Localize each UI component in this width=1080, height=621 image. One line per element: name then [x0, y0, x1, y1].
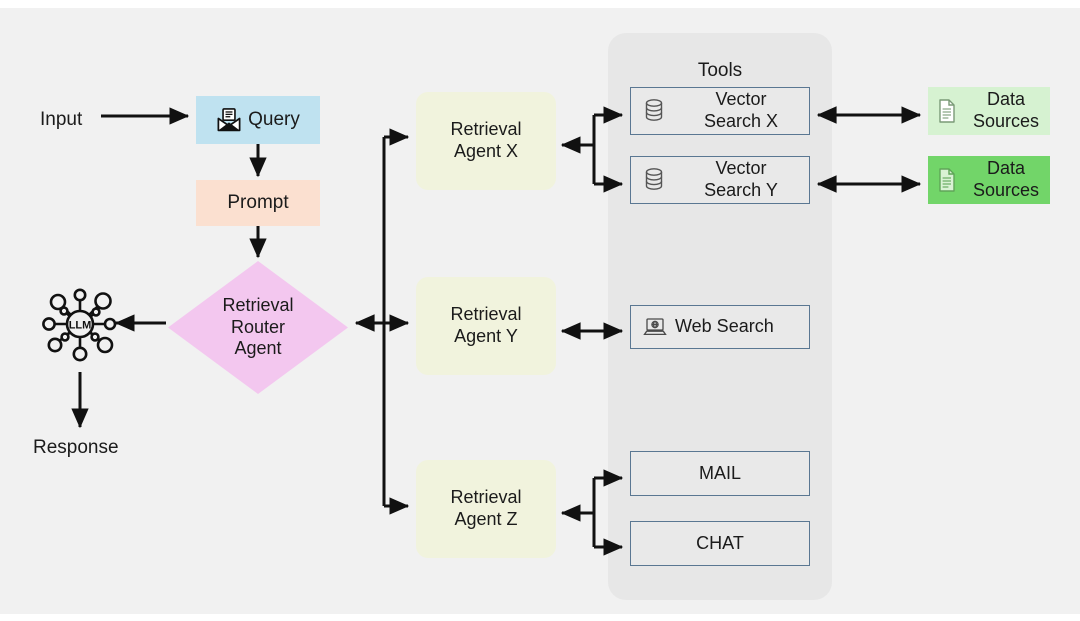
agent-z-label: Retrieval Agent Z	[450, 487, 522, 529]
web-search-label: Web Search	[675, 316, 774, 337]
svg-text:LLM: LLM	[69, 320, 92, 332]
agent-y-label: Retrieval Agent Y	[450, 304, 522, 346]
retrieval-agent-x-node[interactable]: Retrieval Agent X	[416, 92, 556, 190]
vector-search-x-label: Vector Search X	[703, 89, 779, 131]
mail-node[interactable]: MAIL	[630, 451, 810, 496]
diagram-stage: Tools Input Query Prompt Retrieval Rout	[0, 8, 1080, 614]
llm-network-icon: LLM	[36, 280, 124, 368]
data-sources-2-node[interactable]: Data Sources	[928, 156, 1050, 204]
vector-search-y-label: Vector Search Y	[704, 158, 778, 200]
retrieval-agent-z-node[interactable]: Retrieval Agent Z	[416, 460, 556, 558]
data-sources-2-label: Data Sources	[972, 158, 1040, 200]
query-label: Query	[248, 109, 300, 131]
web-search-node[interactable]: Web Search	[630, 305, 810, 349]
chat-label: CHAT	[696, 532, 744, 553]
laptop-globe-icon	[643, 316, 667, 338]
data-sources-1-node[interactable]: Data Sources	[928, 87, 1050, 135]
vector-search-y-node[interactable]: Vector Search Y	[630, 156, 810, 204]
database-icon	[643, 167, 665, 193]
prompt-node[interactable]: Prompt	[196, 180, 320, 226]
response-label: Response	[33, 437, 119, 458]
prompt-label: Prompt	[227, 192, 289, 214]
router-label: Retrieval Router Agent	[222, 294, 294, 359]
agent-x-label: Retrieval Agent X	[450, 119, 522, 161]
chat-node[interactable]: CHAT	[630, 521, 810, 566]
data-sources-1-label: Data Sources	[972, 89, 1040, 131]
retrieval-agent-y-node[interactable]: Retrieval Agent Y	[416, 277, 556, 375]
mail-open-document-icon	[216, 107, 242, 133]
database-icon	[643, 98, 665, 124]
document-icon	[936, 98, 958, 124]
retrieval-router-agent-node[interactable]: Retrieval Router Agent	[168, 261, 348, 394]
document-icon	[936, 167, 958, 193]
mail-label: MAIL	[698, 462, 741, 483]
tools-panel-title: Tools	[697, 60, 743, 81]
input-label: Input	[40, 109, 83, 130]
vector-search-x-node[interactable]: Vector Search X	[630, 87, 810, 135]
query-node[interactable]: Query	[196, 96, 320, 144]
